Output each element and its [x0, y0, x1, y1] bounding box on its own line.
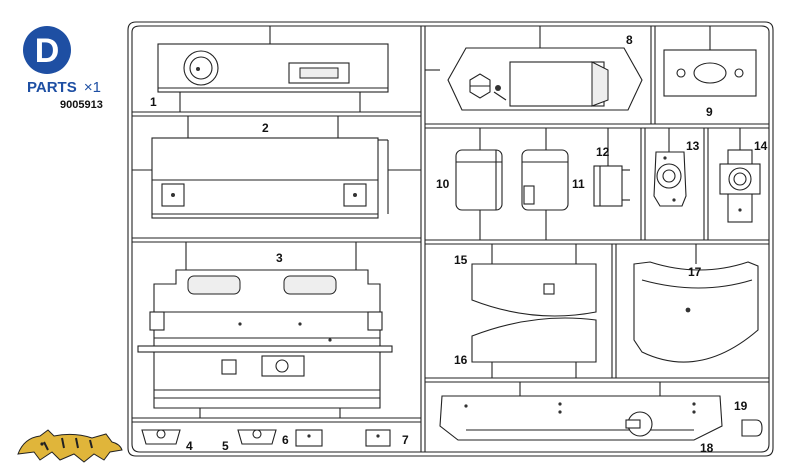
part-4-bracket	[141, 429, 181, 445]
part-label-6: 6	[282, 433, 289, 447]
part-12-bracket	[593, 128, 630, 207]
part-label-2: 2	[262, 121, 269, 135]
part-11-cover	[521, 128, 569, 240]
part-19-tab	[741, 419, 763, 437]
part-9-mount-plate	[663, 26, 757, 97]
part-5-bracket	[237, 429, 277, 445]
part-label-18: 18	[700, 441, 714, 455]
part-label-3: 3	[276, 251, 283, 265]
part-2-panel	[132, 116, 421, 219]
tiger-logo-icon	[17, 429, 123, 463]
part-label-16: 16	[454, 353, 468, 367]
part-label-13: 13	[686, 139, 700, 153]
part-label-4: 4	[186, 439, 193, 453]
part-number: 9005913	[60, 99, 103, 111]
part-8-housing	[425, 26, 643, 111]
part-label-11: 11	[572, 177, 585, 191]
part-16-plate	[471, 317, 597, 378]
part-label-8: 8	[626, 33, 633, 47]
part-label-17: 17	[688, 265, 702, 279]
part-label-14: 14	[754, 139, 768, 153]
part-6-bracket	[295, 429, 323, 447]
part-label-10: 10	[436, 177, 450, 191]
part-label-12: 12	[596, 145, 610, 159]
parts-label: PARTS	[27, 79, 77, 96]
part-label-9: 9	[706, 105, 713, 119]
part-17-fender	[633, 244, 759, 363]
part-10-cover	[455, 128, 503, 240]
part-label-19: 19	[734, 399, 748, 413]
part-1-panel	[157, 26, 389, 112]
part-3-chassis	[137, 242, 393, 418]
part-label-15: 15	[454, 253, 468, 267]
sprue-letter: D	[35, 32, 60, 70]
part-15-plate	[471, 244, 597, 317]
part-label-5: 5	[222, 439, 229, 453]
parts-label-row: PARTS ×1	[27, 79, 101, 96]
part-13-bearing	[653, 128, 687, 207]
part-label-7: 7	[402, 433, 409, 447]
part-label-1: 1	[150, 95, 157, 109]
sprue-letter-badge: D	[23, 26, 71, 74]
parts-quantity: ×1	[83, 79, 102, 96]
part-14-bearing	[719, 128, 761, 223]
part-18-rail	[439, 382, 723, 441]
part-7-bracket	[365, 429, 391, 447]
